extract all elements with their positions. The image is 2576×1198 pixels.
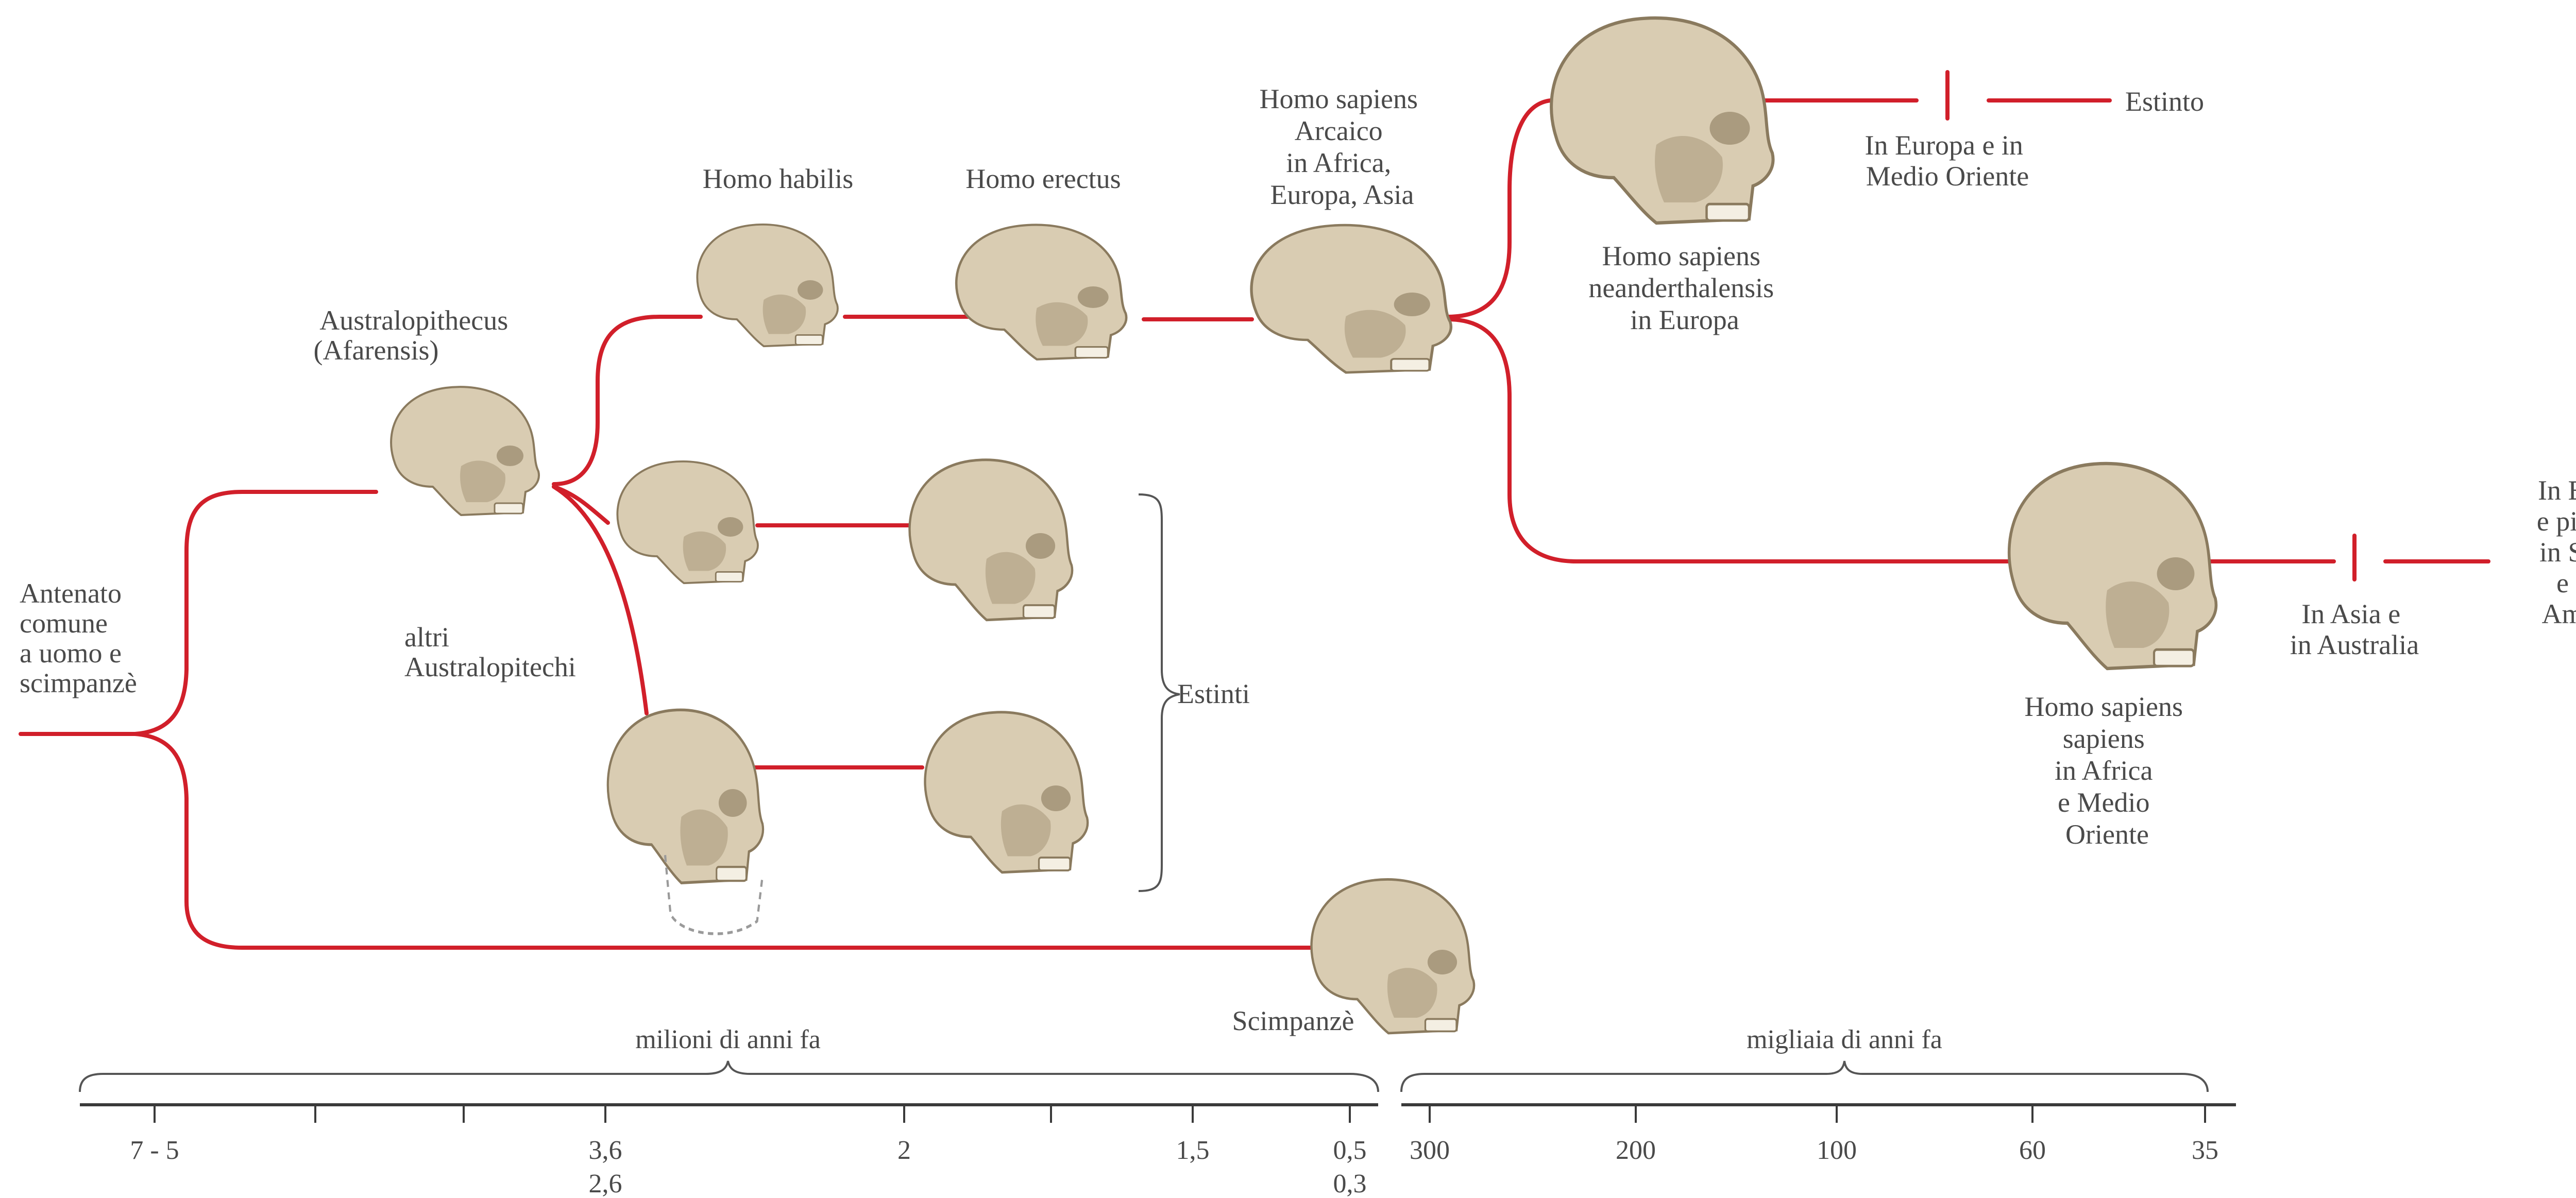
sapiens-sapiens-skull-icon: [2009, 464, 2216, 669]
homo-habilis-label: Homo habilis: [703, 163, 854, 194]
axis-tick-label: 2: [897, 1136, 911, 1165]
axis-tick-label: 35: [2192, 1136, 2218, 1165]
neanderthal-line: in Europa: [1630, 304, 1739, 335]
chimpanzee-label: Scimpanzè: [1232, 1005, 1354, 1036]
homo-erectus-label: Homo erectus: [965, 163, 1121, 194]
sapiens-later-line: In Europa: [2538, 475, 2576, 506]
sapiens-sapiens-line: e Medio: [2058, 787, 2149, 818]
archaic-to-sapiens-branch: [1448, 319, 2009, 561]
neanderthal-skull-icon: [1551, 18, 1773, 223]
other-australopithecine-skull-icon: [617, 461, 758, 583]
australopithecus-skull-icon: [391, 387, 539, 515]
axis-tick-label: 200: [1616, 1136, 1656, 1165]
thousands-ticks: 300 200 100 60 35: [1410, 1105, 2218, 1165]
extinct-single-label: Estinto: [2125, 86, 2204, 117]
millions-caption: milioni di anni fa: [635, 1025, 821, 1054]
axis-tick-label: 60: [2019, 1136, 2046, 1165]
sapiens-asia-line: in Australia: [2290, 629, 2419, 660]
sapiens-asia-line: In Asia e: [2301, 598, 2400, 629]
other-australopithecines-label: altri Australopitechi: [404, 622, 576, 682]
neanderthal-label: Homo sapiens neanderthalensis in Europa: [1588, 241, 1781, 335]
axis-tick-label: 0,5: [1333, 1136, 1367, 1165]
australopithecus-line: (Afarensis): [314, 335, 439, 366]
common-ancestor-line: a uomo e: [20, 638, 122, 669]
axis-tick-label: 100: [1817, 1136, 1857, 1165]
sapiens-later-line: in Siberia: [2539, 537, 2576, 568]
archaic-sapiens-line: Europa, Asia: [1270, 179, 1414, 210]
sapiens-sapiens-label: Homo sapiens sapiens in Africa e Medio O…: [2025, 691, 2190, 850]
common-ancestor-line: comune: [20, 608, 108, 639]
sapiens-later-line: Americhe: [2542, 598, 2576, 629]
paranthropus-skull-icon: [909, 460, 1072, 620]
neanderthal-range-line: Medio Oriente: [1866, 161, 2029, 192]
common-ancestor-line: scimpanzè: [20, 668, 137, 698]
neanderthal-line: neanderthalensis: [1588, 272, 1774, 303]
axis-tick-label: 300: [1410, 1136, 1450, 1165]
robust-australopithecine-skull-icon: [608, 710, 763, 934]
axis-tick-label: 7 - 5: [130, 1136, 179, 1165]
extinct-group-label: Estinti: [1177, 678, 1250, 709]
archaic-sapiens-label: Homo sapiens Arcaico in Africa, Europa, …: [1260, 83, 1425, 210]
axis-tick-label: 3,6: [589, 1136, 622, 1165]
australopithecus-label: Australopithecus (Afarensis): [314, 305, 515, 366]
neanderthal-range-line: In Europa e in: [1865, 130, 2023, 161]
archaic-to-neanderthal-branch: [1448, 100, 1551, 317]
axis-tick-label: 0,3: [1333, 1169, 1367, 1198]
sapiens-later-line: e nelle: [2556, 568, 2576, 598]
common-ancestor-label: Antenato comune a uomo e scimpanzè: [20, 578, 137, 698]
ancestor-split-branch: [135, 492, 376, 734]
archaic-sapiens-line: in Africa,: [1286, 147, 1391, 178]
millions-bracket: [80, 1061, 1378, 1092]
axis-tick-label: 2,6: [589, 1169, 622, 1198]
sapiens-sapiens-line: in Africa: [2055, 755, 2153, 786]
neanderthal-range-label: In Europa e in Medio Oriente: [1865, 130, 2030, 192]
australopithecus-to-homo-branch: [554, 317, 701, 484]
sapiens-later-label: In Europa e più tardi in Siberia e nelle…: [2537, 475, 2576, 629]
sapiens-asia-label: In Asia e in Australia: [2290, 598, 2419, 660]
robust-australopithecine-skull-2-icon: [925, 712, 1088, 872]
millions-ticks: 7 - 5 3,6 2,6 2 1,5 0,5 0,3: [130, 1105, 1366, 1198]
extinct-bracket: [1139, 494, 1180, 891]
other-australopithecines-line: altri: [404, 622, 449, 653]
common-ancestor-line: Antenato: [20, 578, 122, 609]
neanderthal-line: Homo sapiens: [1602, 241, 1760, 271]
australopithecus-line: Australopithecus: [319, 305, 508, 336]
sapiens-sapiens-line: Oriente: [2065, 819, 2149, 850]
thousands-bracket: [1401, 1061, 2208, 1092]
timeline: milioni di anni fa migliaia di anni fa 7…: [80, 1025, 2236, 1198]
archaic-sapiens-skull-icon: [1251, 225, 1451, 372]
axis-tick-label: 1,5: [1176, 1136, 1210, 1165]
thousands-caption: migliaia di anni fa: [1747, 1025, 1942, 1054]
homo-erectus-skull-icon: [956, 225, 1126, 359]
sapiens-sapiens-line: Homo sapiens: [2025, 691, 2183, 722]
other-australopithecines-line: Australopitechi: [404, 652, 576, 682]
homo-habilis-skull-icon: [697, 225, 838, 346]
archaic-sapiens-line: Arcaico: [1295, 115, 1383, 146]
sapiens-sapiens-line: sapiens: [2063, 723, 2145, 754]
archaic-sapiens-line: Homo sapiens: [1260, 83, 1418, 114]
sapiens-later-line: e più tardi: [2537, 506, 2576, 537]
